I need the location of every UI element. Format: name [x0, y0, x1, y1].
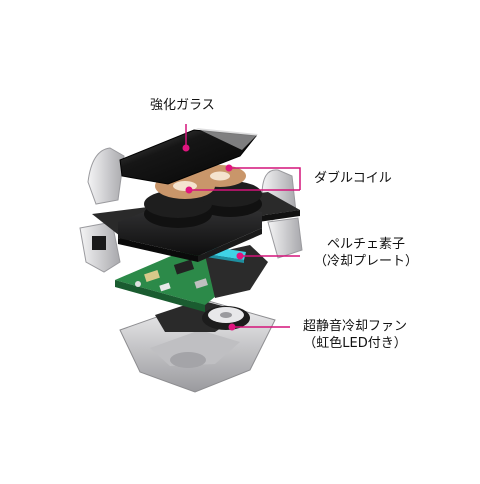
label-double-coil: ダブルコイル [314, 171, 392, 186]
left-arm [79, 147, 125, 273]
label-peltier-line1: ペルチェ素子 [326, 237, 405, 252]
label-peltier-line2: （冷却プレート） [313, 254, 418, 269]
label-fan-line2: （虹色LED付き） [303, 336, 407, 351]
label-cooling-fan: 超静音冷却ファン （虹色LED付き） [290, 318, 420, 352]
double-coil [144, 165, 262, 228]
cooling-fan [202, 306, 250, 330]
bottom-housing [119, 299, 276, 393]
tempered-glass [119, 128, 258, 185]
label-tempered-glass: 強化ガラス [150, 98, 215, 113]
callout-lines [182, 124, 301, 331]
label-fan-line1: 超静音冷却ファン [302, 319, 407, 334]
label-peltier: ペルチェ素子 （冷却プレート） [306, 236, 426, 270]
